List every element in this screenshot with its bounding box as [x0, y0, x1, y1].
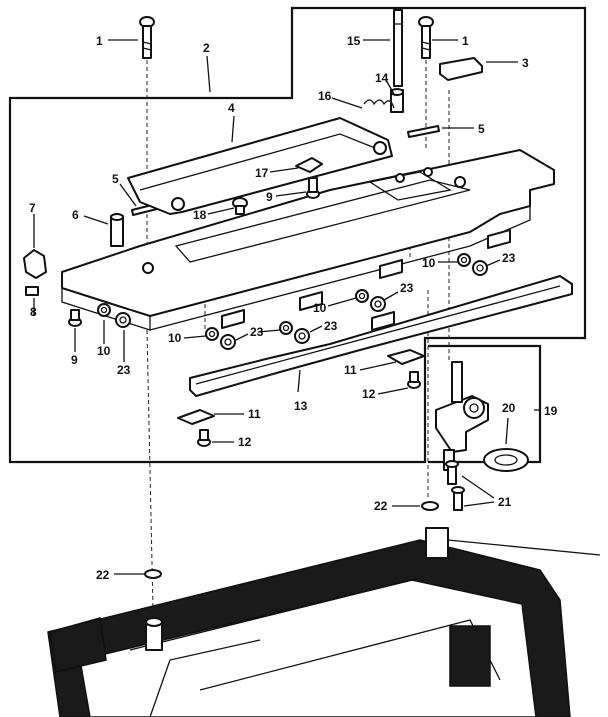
callout-label: 6: [72, 208, 79, 222]
screw-12-right: [407, 371, 421, 389]
screw-12-left: [197, 429, 211, 447]
bracket-bar: [189, 229, 573, 397]
screw-8: [25, 286, 39, 296]
washer-22-left: [144, 569, 162, 579]
screw-9-bottom: [68, 309, 82, 327]
callout-label: 23: [117, 363, 131, 377]
bushing: [390, 88, 404, 113]
callout-label: 9: [71, 353, 78, 367]
screw-9-top: [306, 177, 320, 199]
hardware-row: [205, 253, 488, 350]
clip-11-right: [387, 349, 425, 365]
callout-label: 4: [228, 101, 235, 115]
clip-11-left: [177, 409, 215, 425]
shaft: [393, 9, 403, 87]
rubber-ring: [483, 448, 529, 472]
washer-23-left: [115, 312, 131, 328]
callout-label: 10: [168, 331, 182, 345]
callout-label: 23: [400, 281, 414, 295]
callout-label: 16: [318, 89, 332, 103]
callout-label: 12: [238, 435, 252, 449]
assembly-frame: [8, 6, 587, 464]
post: [110, 213, 124, 247]
spring: [363, 99, 395, 109]
nut-10-left: [97, 303, 111, 317]
callout-label: 19: [544, 404, 558, 418]
callout-labels: 1 2 15 1 3 14 16 4 5 5 17 9 6 18 7 10 23…: [29, 34, 558, 582]
callout-label: 10: [97, 344, 111, 358]
latch-7: [23, 249, 47, 279]
callout-label: 8: [30, 305, 37, 319]
callout-label: 5: [478, 122, 485, 136]
callout-label: 14: [375, 71, 389, 85]
machine-base: [47, 527, 601, 717]
latch-block: [439, 57, 483, 81]
callout-label: 2: [203, 41, 210, 55]
callout-label: 3: [522, 56, 529, 70]
callout-label: 12: [362, 387, 376, 401]
callout-label: 5: [112, 172, 119, 186]
callout-label: 11: [344, 363, 357, 377]
screw-18: [232, 197, 248, 215]
callout-label: 21: [498, 495, 512, 509]
callout-label: 20: [502, 401, 516, 415]
callout-label: 23: [502, 251, 516, 265]
washer-22-right: [421, 501, 439, 511]
gear-mechanism: [435, 361, 489, 471]
callout-label: 22: [374, 499, 388, 513]
callout-label: 9: [266, 190, 273, 204]
callout-label: 10: [313, 301, 327, 315]
callout-label: 17: [255, 166, 269, 180]
callout-label: 1: [462, 34, 469, 48]
callout-label: 7: [29, 201, 36, 215]
callout-label: 15: [347, 34, 361, 48]
leader-lines: [33, 39, 540, 575]
callout-label: 23: [250, 325, 264, 339]
callout-label: 22: [96, 568, 110, 582]
screw-left: [139, 16, 155, 59]
callout-label: 1: [96, 34, 103, 48]
screws-21: [445, 460, 465, 511]
callout-label: 18: [193, 208, 207, 222]
callout-label: 11: [248, 407, 261, 421]
callout-label: 23: [324, 319, 338, 333]
callout-label: 10: [422, 256, 436, 270]
pin-right: [407, 125, 440, 138]
screw-right: [418, 16, 434, 59]
carrying-handle: [127, 117, 393, 215]
clip-17: [295, 157, 323, 173]
callout-label: 13: [294, 399, 308, 413]
